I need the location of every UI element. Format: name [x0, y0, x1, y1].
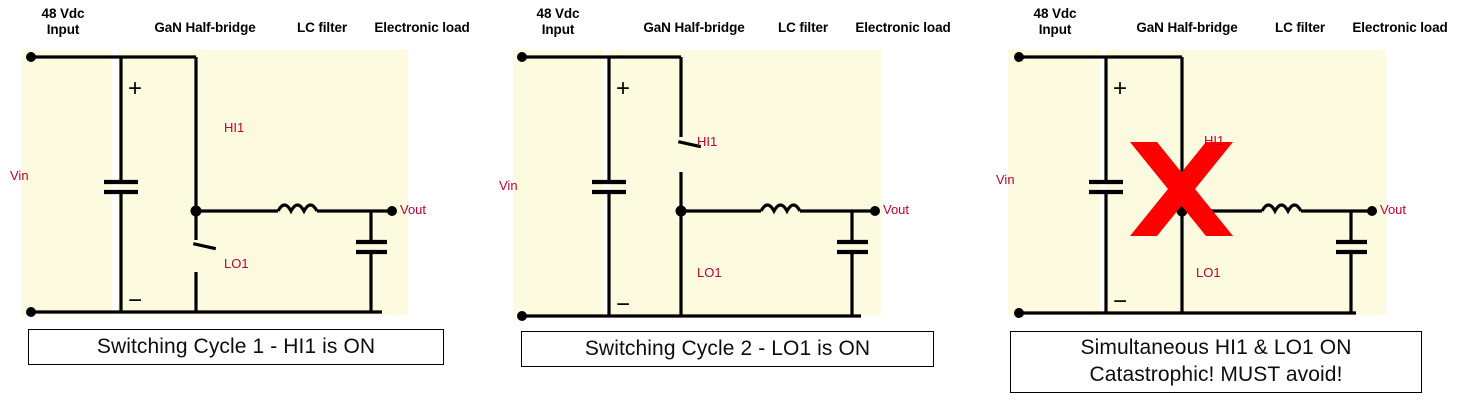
red-x-fault-icon [1130, 142, 1233, 236]
caption-panel-1: Switching Cycle 1 - HI1 is ON [28, 329, 444, 365]
header-load-3: Electronic load [1352, 20, 1448, 35]
label-vout-1: Vout [400, 202, 427, 217]
circuit-schematic-1: + − [22, 50, 408, 317]
label-hi1-2: HI1 [697, 134, 718, 149]
circuit-schematic-3: + − [1008, 50, 1386, 318]
filter-inductor [276, 203, 319, 215]
source-plus-sign: + [128, 75, 142, 102]
input-negative-terminal [26, 307, 36, 317]
source-minus-sign: − [128, 287, 142, 314]
label-hi1-3: HI1 [1204, 133, 1225, 148]
input-negative-terminal [517, 311, 527, 321]
source-minus-sign: − [1113, 288, 1127, 315]
input-section-band [1008, 50, 1100, 315]
caption-panel-2: Switching Cycle 2 - LO1 is ON [521, 331, 934, 367]
label-vin-2: Vin [499, 178, 518, 193]
label-vin-3: Vin [996, 172, 1015, 187]
input-section-band [513, 50, 603, 315]
circuit-schematic-2: + − [513, 50, 881, 321]
label-lo1-2: LO1 [697, 265, 722, 280]
converter-section-band [1106, 50, 1386, 315]
header-input-3: 48 Vdc Input [1033, 6, 1077, 38]
caption-line: Catastrophic! MUST avoid! [1089, 363, 1343, 386]
label-hi1-1: HI1 [224, 120, 245, 135]
converter-section-band [609, 50, 881, 315]
caption-panel-3: Simultaneous HI1 & LO1 ON Catastrophic! … [1010, 331, 1422, 393]
label-vin-1: Vin [10, 168, 29, 183]
header-half-bridge-1: GaN Half-bridge [154, 20, 256, 35]
header-input-1: 48 Vdc Input [41, 6, 85, 38]
converter-section-band [118, 50, 408, 315]
label-lo1-3: LO1 [1196, 265, 1221, 280]
header-half-bridge-3: GaN Half-bridge [1136, 20, 1238, 35]
lo1-blade-open [192, 242, 217, 251]
hi1-blade-open [677, 140, 702, 149]
label-vout-2: Vout [883, 202, 910, 217]
header-lc-filter-3: LC filter [1274, 20, 1326, 35]
filter-inductor [759, 203, 802, 215]
source-minus-sign: − [616, 291, 630, 318]
filter-inductor [1260, 203, 1303, 215]
header-half-bridge-2: GaN Half-bridge [643, 20, 745, 35]
caption-line: Switching Cycle 2 - LO1 is ON [584, 336, 871, 360]
panel-switching-cycle-2: + − 48 Vdc Input GaN Half-bridge LC filt… [491, 0, 982, 414]
input-section-band [22, 50, 112, 315]
panel-shoot-through-fault: + − 48 Vdc Input GaN Half-bridge LC filt… [982, 0, 1473, 414]
header-lc-filter-2: LC filter [777, 20, 829, 35]
output-terminal [1367, 206, 1377, 216]
source-plus-sign: + [616, 75, 630, 102]
header-load-1: Electronic load [374, 20, 470, 35]
input-positive-terminal [1014, 52, 1024, 62]
input-negative-terminal [1014, 308, 1024, 318]
label-vout-3: Vout [1380, 202, 1407, 217]
output-terminal [387, 206, 397, 216]
input-positive-terminal [517, 52, 527, 62]
output-terminal [870, 206, 880, 216]
caption-line: Switching Cycle 1 - HI1 is ON [96, 334, 376, 358]
header-input-2: 48 Vdc Input [536, 6, 580, 38]
source-plus-sign: + [1113, 75, 1127, 102]
panel-switching-cycle-1: + − 48 Vdc Input GaN Half-bridge LC filt… [0, 0, 491, 414]
input-positive-terminal [26, 52, 36, 62]
header-load-2: Electronic load [855, 20, 951, 35]
caption-line: Simultaneous HI1 & LO1 ON [1080, 336, 1352, 360]
label-lo1-1: LO1 [224, 256, 249, 271]
header-lc-filter-1: LC filter [296, 20, 348, 35]
